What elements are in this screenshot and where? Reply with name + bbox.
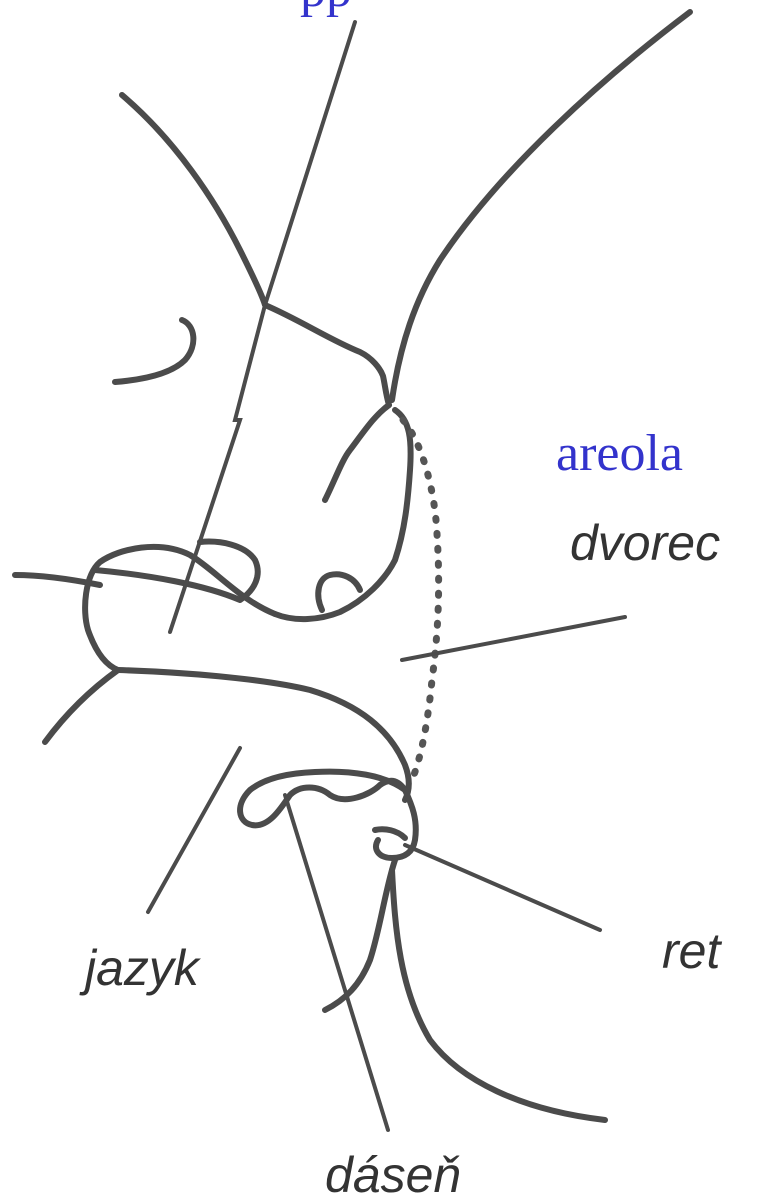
upper-lip-inner <box>275 410 411 619</box>
neck-contour <box>392 870 605 1120</box>
lower-lip-tip <box>375 829 405 838</box>
chin-contour <box>325 860 395 1010</box>
upper-lip <box>325 405 389 500</box>
label-dvorec: dvorec <box>570 515 720 571</box>
leader-dasen <box>285 795 388 1130</box>
label-ret: ret <box>662 923 722 979</box>
breast-outline <box>392 12 690 400</box>
label-jazyk: jazyk <box>79 940 202 996</box>
face-upper-contour <box>122 95 389 405</box>
label-dasen: dáseň <box>325 1147 461 1200</box>
eye-squiggle <box>115 320 193 382</box>
top-clipped-label: pp <box>300 0 352 18</box>
leader-top-clipped <box>265 22 355 305</box>
leader-jazyk <box>148 748 240 912</box>
leader-top-clipped-lower <box>170 305 265 632</box>
label-areola: areola <box>556 425 683 482</box>
lower-gum <box>240 772 405 826</box>
leader-ret <box>405 845 600 930</box>
lower-jaw-curve <box>45 670 118 742</box>
upper-jaw-contour <box>85 547 275 670</box>
